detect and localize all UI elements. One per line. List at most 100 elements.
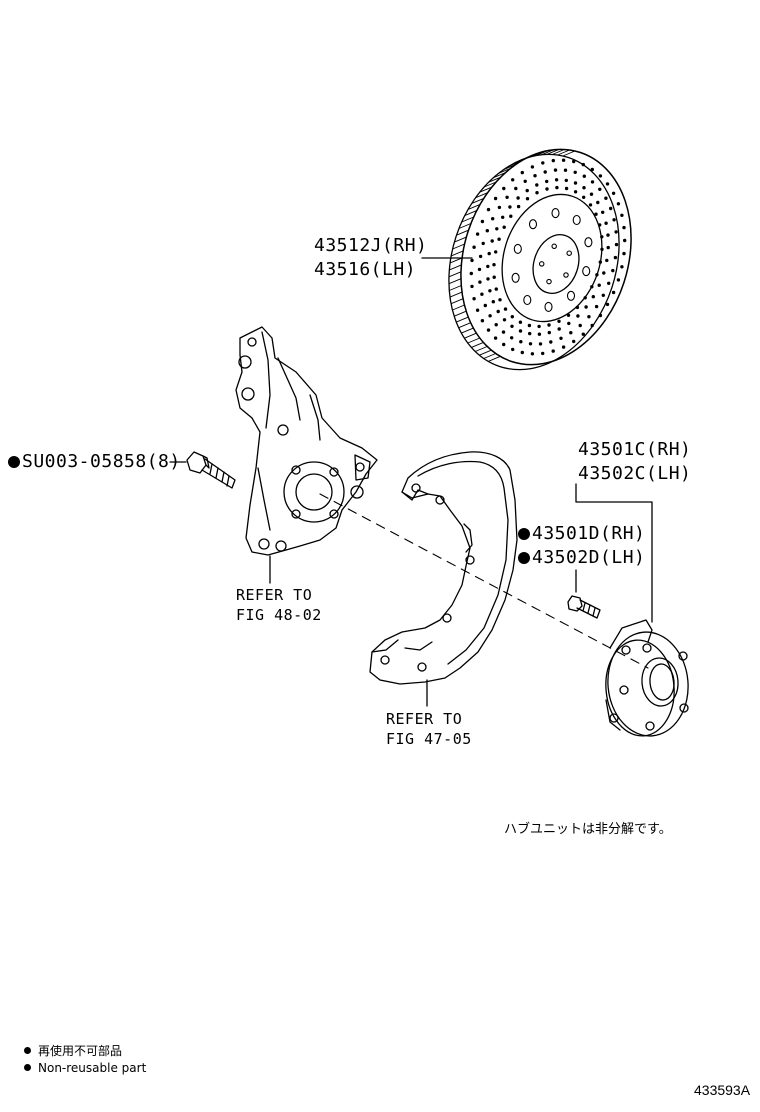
disc-vent-line	[452, 243, 466, 250]
disc-drill-hole	[535, 191, 539, 195]
disc-drill-hole	[601, 293, 605, 297]
disc-drill-hole	[605, 182, 610, 186]
disc-drill-hole	[478, 254, 483, 259]
disc-drill-hole	[598, 260, 602, 264]
disc-drill-hole	[470, 284, 474, 289]
disc-vent-line	[546, 148, 560, 155]
disc-bolt-hole	[551, 208, 560, 219]
disc-drill-hole	[606, 245, 610, 250]
disc-drill-hole	[486, 264, 490, 269]
disc-drill-hole	[576, 314, 580, 318]
shield-fig-label: FIG 47-05	[386, 730, 472, 748]
disc-drill-hole	[472, 245, 476, 249]
disc-drill-hole	[583, 296, 587, 300]
disc-lug-hole	[538, 261, 545, 267]
disc-drill-hole	[561, 158, 566, 162]
hub-bolt-drawing	[567, 595, 601, 619]
disc-drill-hole	[598, 174, 603, 178]
disc-drill-hole	[527, 323, 532, 328]
disc-lug-hole	[551, 243, 557, 250]
disc-drill-hole	[486, 328, 491, 332]
disc-drill-hole	[475, 232, 480, 236]
disc-drill-hole	[575, 305, 580, 310]
disc-drill-hole	[518, 320, 523, 324]
disc-drill-hole	[581, 162, 585, 167]
disc-drill-hole	[566, 313, 571, 317]
disc-drill-hole	[510, 315, 514, 319]
disc-vent-line	[453, 310, 467, 317]
disc-drill-hole	[494, 287, 498, 291]
disc-drill-hole	[611, 290, 616, 295]
disc-drill-hole	[530, 352, 535, 356]
figure-code: 433593A	[694, 1082, 751, 1098]
disc-drill-hole	[559, 336, 563, 340]
disc-drill-hole	[523, 179, 527, 183]
disc-vent-line	[508, 160, 522, 167]
disc-drill-hole	[587, 315, 591, 319]
disc-drill-hole	[613, 255, 618, 260]
disc-vent-line	[551, 149, 565, 155]
disc-drill-hole	[623, 238, 627, 243]
disc-drill-hole	[510, 336, 514, 340]
non-reusable-dot-icon	[8, 456, 20, 468]
disc-part-rh: 43512J(RH)	[314, 235, 428, 256]
disc-drill-hole	[601, 210, 605, 214]
disc-drill-hole	[502, 342, 506, 347]
disc-drill-hole	[584, 305, 588, 309]
disc-vent-line	[458, 223, 472, 229]
disc-vent-line	[497, 168, 511, 174]
disc-drill-hole	[520, 350, 524, 355]
disc-vent-line	[467, 203, 481, 210]
disc-vent-line	[450, 250, 464, 257]
disc-vent-line	[502, 164, 516, 171]
bolt-part-number: SU003-05858(8)	[22, 451, 181, 472]
disc-drill-hole	[519, 340, 523, 344]
disc-drill-hole	[498, 298, 502, 302]
disc-vent-line	[488, 176, 502, 183]
disc-vent-line	[449, 257, 463, 264]
brake-disc-drawing	[448, 148, 632, 371]
disc-drill-hole	[493, 336, 498, 340]
disc-vent-line	[464, 210, 478, 217]
hub-bolt-rh: 43501D(RH)	[532, 523, 646, 544]
hub-part-rh: 43501C(RH)	[578, 439, 692, 460]
disc-drill-hole	[605, 302, 610, 307]
disc-drill-hole	[590, 167, 594, 172]
disc-vent-line	[448, 264, 462, 271]
disc-drill-hole	[528, 342, 533, 346]
disc-drill-hole	[545, 187, 549, 191]
disc-drill-hole	[549, 340, 553, 344]
legend-dot-icon	[24, 1064, 31, 1071]
disc-drill-hole	[582, 186, 586, 190]
disc-drill-hole	[572, 159, 576, 164]
disc-drill-hole	[569, 331, 573, 335]
disc-drill-hole	[622, 251, 626, 256]
disc-drill-hole	[606, 233, 610, 237]
disc-drill-hole	[567, 321, 571, 326]
disc-vent-line	[471, 197, 485, 204]
shield-refer-label: REFER TO	[386, 710, 463, 728]
disc-drill-hole	[578, 323, 582, 328]
knuckle-refer-label: REFER TO	[236, 586, 313, 604]
disc-vent-line	[557, 149, 571, 156]
disc-vent-line	[562, 150, 576, 157]
disc-drill-hole	[600, 247, 604, 251]
disc-vent-line	[448, 285, 462, 291]
disc-bolt-hole	[528, 219, 538, 230]
disc-drill-hole	[573, 190, 578, 194]
disc-drill-hole	[616, 202, 621, 206]
hub-bolt-rh-label: 43501D(RH)	[518, 524, 645, 544]
disc-drill-hole	[616, 278, 621, 282]
disc-drill-hole	[551, 349, 555, 353]
disc-drill-hole	[518, 329, 523, 333]
disc-drill-hole	[573, 170, 577, 174]
disc-drill-hole	[510, 324, 514, 328]
hub-note: ハブユニットは非分解です。	[504, 822, 672, 837]
disc-drill-hole	[486, 277, 490, 281]
disc-drill-hole	[485, 229, 489, 233]
hub-bolt-lh-label: 43502D(LH)	[518, 548, 645, 568]
disc-vent-line	[456, 229, 469, 236]
disc-drill-hole	[478, 280, 482, 284]
disc-vent-line	[449, 291, 463, 298]
